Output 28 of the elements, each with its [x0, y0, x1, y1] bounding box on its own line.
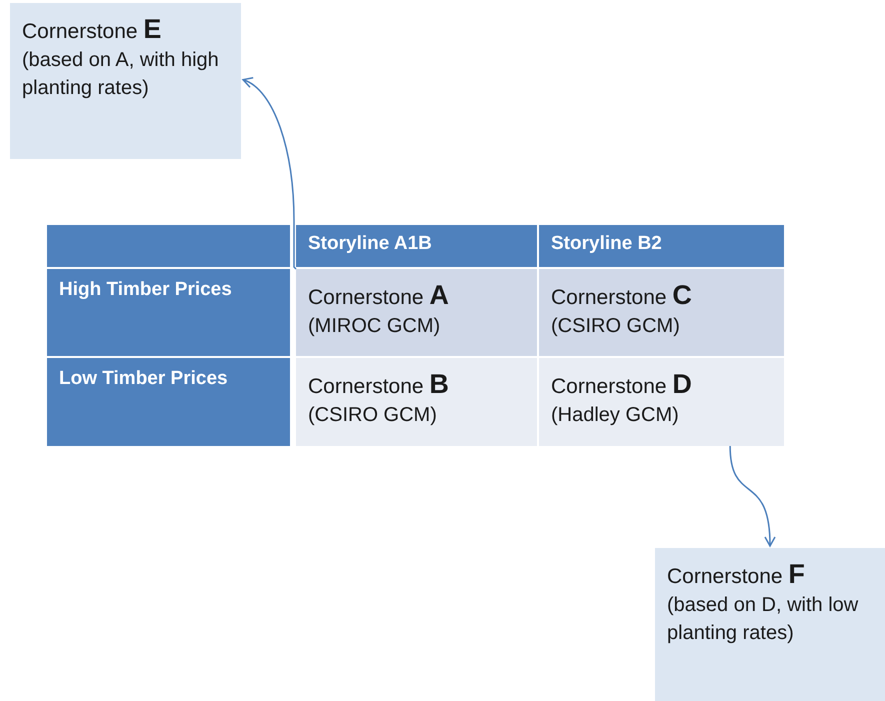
cell-text: (based on D, with low planting rates) [667, 593, 860, 646]
table-cell [539, 269, 784, 356]
note-box [10, 3, 241, 159]
cell-title: Cornerstone E [22, 15, 162, 46]
header-cell [539, 225, 784, 267]
table-cell [296, 269, 537, 356]
cell-text: (Hadley GCM) [551, 403, 680, 428]
cell-text: Storyline A1B [308, 232, 433, 256]
cell-text: Low Timber Prices [59, 367, 229, 391]
cell-title: Cornerstone D [551, 370, 693, 401]
cell-text: (CSIRO GCM) [551, 314, 681, 339]
cell-title: Cornerstone F [667, 560, 806, 591]
cell-text: Storyline B2 [551, 232, 663, 256]
note-box [655, 548, 885, 701]
row-header-cell [47, 269, 290, 356]
cell-text: (MIROC GCM) [308, 314, 442, 339]
cell-title: Cornerstone A [308, 281, 450, 312]
cell-text: (based on A, with high planting rates) [22, 48, 220, 101]
curved-arrow [729, 446, 776, 547]
cell-title: Cornerstone C [551, 281, 693, 312]
cell-text: High Timber Prices [59, 278, 233, 302]
cell-text: (CSIRO GCM) [308, 403, 438, 428]
header-cell [47, 225, 290, 267]
row-header-cell [47, 358, 290, 446]
curved-arrow [242, 78, 297, 270]
cell-title: Cornerstone B [308, 370, 450, 401]
table-cell [539, 358, 784, 446]
header-cell [296, 225, 537, 267]
